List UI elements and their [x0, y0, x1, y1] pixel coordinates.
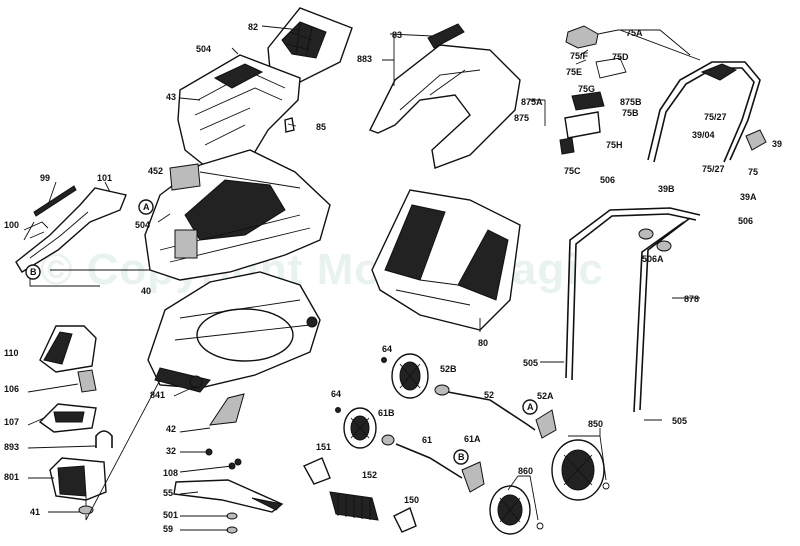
part-label-39A: 39A [740, 192, 757, 202]
part-label-101: 101 [97, 173, 112, 183]
grassbox-lid-883 [369, 23, 521, 169]
leader-lines [23, 25, 701, 531]
part-label-B: B [458, 452, 465, 462]
part-label-52B: 52B [440, 364, 457, 374]
part-label-100: 100 [4, 220, 19, 230]
callout-circle [453, 449, 469, 465]
rear-roller-152 [303, 457, 417, 533]
part-label-61A: 61A [464, 434, 481, 444]
part-label-64: 64 [382, 344, 392, 354]
part-label-39: 39 [772, 139, 782, 149]
blade-assembly-55 [173, 393, 284, 534]
part-label-52A: 52A [537, 391, 554, 401]
motor-housing-40 [144, 149, 331, 281]
watermark: © Copyright Mower Magic [40, 245, 604, 294]
part-label-82: 82 [248, 22, 258, 32]
part-label-150: 150 [404, 495, 419, 505]
part-label-107: 107 [4, 417, 19, 427]
part-label-152: 152 [362, 470, 377, 480]
part-label-106: 106 [4, 384, 19, 394]
part-label-506: 506 [600, 175, 615, 185]
part-label-75B: 75B [622, 108, 639, 118]
part-label-504: 504 [135, 220, 150, 230]
part-label-110: 110 [4, 348, 19, 358]
part-label-75-F: 75/F [570, 51, 589, 61]
part-label-55: 55 [163, 488, 173, 498]
part-label-A: A [527, 402, 534, 412]
part-label-452: 452 [148, 166, 163, 176]
part-label-860: 860 [518, 466, 533, 476]
part-label-505: 505 [523, 358, 538, 368]
part-label-875A: 875A [521, 97, 543, 107]
part-label-75-27: 75/27 [702, 164, 725, 174]
part-label-505: 505 [672, 416, 687, 426]
part-label-83: 83 [392, 30, 402, 40]
part-label-841: 841 [150, 390, 165, 400]
part-label-875: 875 [514, 113, 529, 123]
part-label-80: 80 [478, 338, 488, 348]
part-label-875B: 875B [620, 97, 642, 107]
part-label-504: 504 [196, 44, 211, 54]
motor-hood-43 [177, 54, 301, 171]
part-label-39B: 39B [658, 184, 675, 194]
rear-wheel-64 [381, 353, 450, 399]
part-label-501: 501 [163, 510, 178, 520]
part-label-801: 801 [4, 472, 19, 482]
rear-flap-101 [15, 185, 127, 273]
front-wheel-64 [335, 407, 377, 449]
part-label-B: B [30, 267, 37, 277]
part-label-85: 85 [316, 122, 326, 132]
part-label-99: 99 [40, 173, 50, 183]
callout-circle [138, 199, 154, 215]
part-label-75D: 75D [612, 52, 629, 62]
part-label-506A: 506A [642, 254, 664, 264]
part-label-42: 42 [166, 424, 176, 434]
control-lid-82 [267, 7, 353, 83]
part-label-41: 41 [30, 507, 40, 517]
part-label-506: 506 [738, 216, 753, 226]
part-label-75H: 75H [606, 140, 623, 150]
part-label-75E: 75E [566, 67, 582, 77]
mower-deck-841 [147, 271, 321, 393]
part-label-75G: 75G [578, 84, 595, 94]
part-label-883: 883 [357, 54, 372, 64]
part-label-43: 43 [166, 92, 176, 102]
part-label-52: 52 [484, 390, 494, 400]
upper-handle-75 [647, 61, 767, 163]
lower-handle-878 [565, 207, 701, 413]
callout-circle [25, 264, 41, 280]
part-label-75C: 75C [564, 166, 581, 176]
part-label-75-27: 75/27 [704, 112, 727, 122]
part-label-850: 850 [588, 419, 603, 429]
part-label-61: 61 [422, 435, 432, 445]
part-label-75: 75 [748, 167, 758, 177]
part-label-893: 893 [4, 442, 19, 452]
switch-assembly-75 [559, 25, 627, 155]
axle-61 [381, 434, 485, 493]
part-label-151: 151 [316, 442, 331, 452]
part-label-75A: 75A [626, 28, 643, 38]
part-label-59: 59 [163, 524, 173, 534]
axle-52 [447, 391, 557, 439]
callout-circle [522, 399, 538, 415]
wheels-850-860 [489, 439, 610, 535]
part-label-39-04: 39/04 [692, 130, 715, 140]
part-label-A: A [143, 202, 150, 212]
part-label-108: 108 [163, 468, 178, 478]
part-label-32: 32 [166, 446, 176, 456]
grass-collection-box-80 [371, 189, 521, 331]
part-label-878: 878 [684, 294, 699, 304]
part-label-64: 64 [331, 389, 341, 399]
part-label-61B: 61B [378, 408, 395, 418]
motor-parts-stack [38, 325, 113, 515]
part-label-40: 40 [141, 286, 151, 296]
